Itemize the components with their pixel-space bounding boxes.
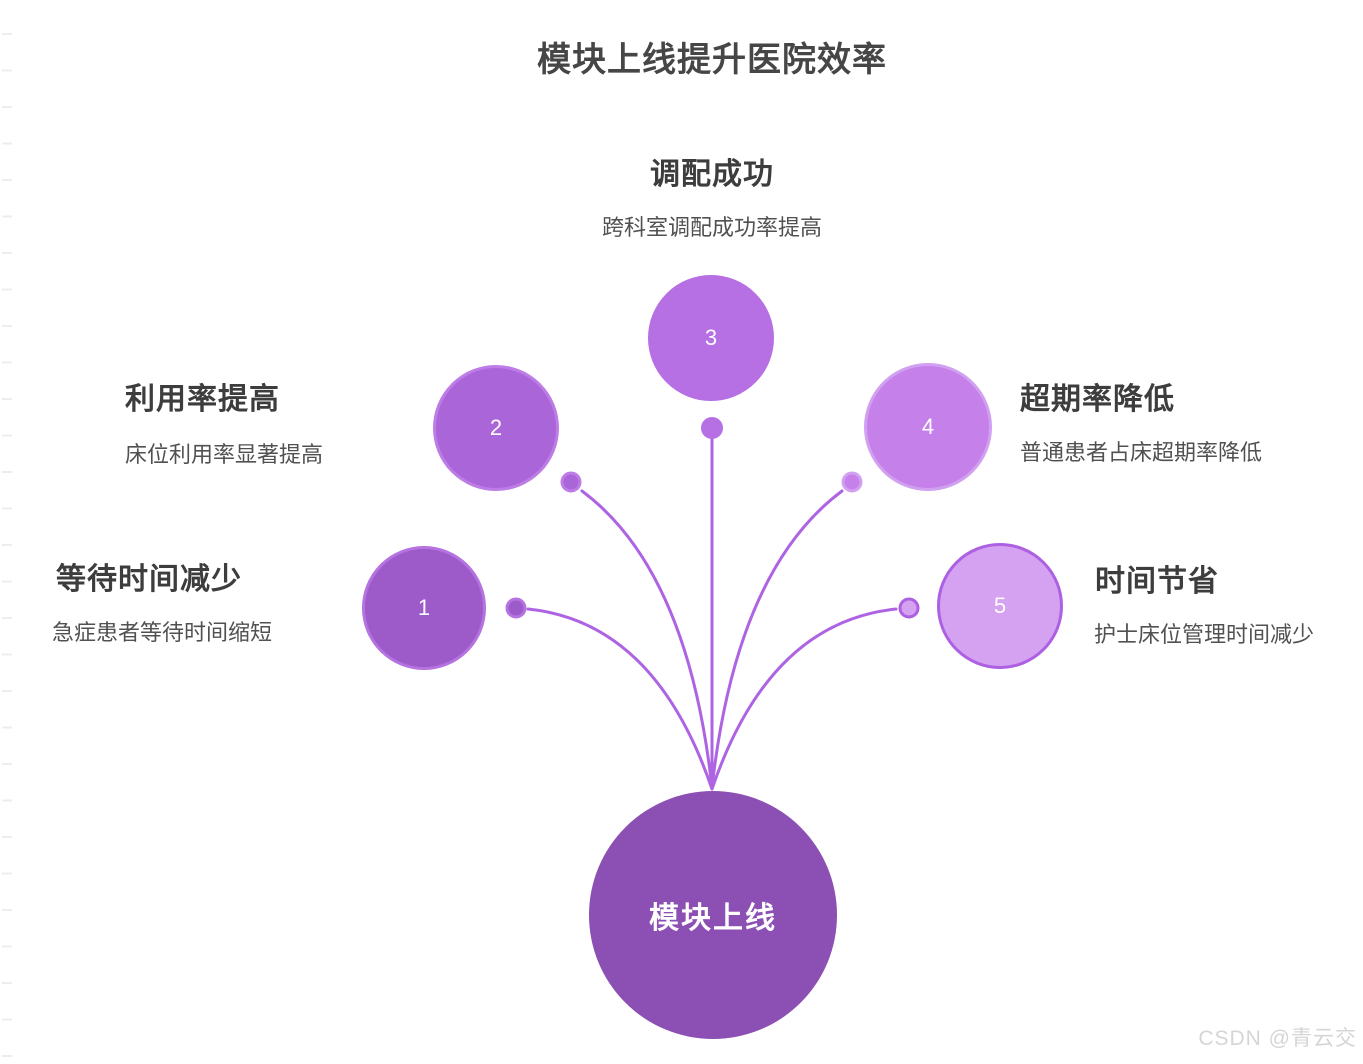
node-title-1: 等待时间减少 xyxy=(56,563,242,596)
connector-dot-4 xyxy=(841,471,863,493)
node-circle-1: 1 xyxy=(362,546,486,670)
node-desc-3: 跨科室调配成功率提高 xyxy=(601,215,823,240)
page-title: 模块上线提升医院效率 xyxy=(537,41,887,79)
connector-to-node-4 xyxy=(710,489,844,790)
connector-dot-2 xyxy=(560,471,582,493)
node-title-5: 时间节省 xyxy=(1095,565,1219,598)
left-margin-tick-marks xyxy=(2,0,12,1064)
node-number-3: 3 xyxy=(704,325,718,350)
node-title-3: 调配成功 xyxy=(650,158,774,191)
node-number-2: 2 xyxy=(489,415,503,440)
node-desc-4: 普通患者占床超期率降低 xyxy=(1020,440,1263,465)
node-circle-2: 2 xyxy=(433,365,559,491)
node-number-1: 1 xyxy=(417,595,431,620)
connector-to-node-5 xyxy=(710,607,898,791)
node-circle-3: 3 xyxy=(648,275,774,401)
node-title-4: 超期率降低 xyxy=(1020,383,1175,416)
connector-to-node-1 xyxy=(526,607,714,791)
center-node-circle: 模块上线 xyxy=(589,791,837,1039)
node-desc-1: 急症患者等待时间缩短 xyxy=(52,620,273,645)
node-number-4: 4 xyxy=(921,414,935,439)
csdn-watermark: CSDN @青云交 xyxy=(1198,1027,1357,1050)
connector-to-node-2 xyxy=(580,489,714,790)
node-circle-5: 5 xyxy=(937,543,1063,669)
connector-dot-3 xyxy=(701,417,723,439)
node-desc-2: 床位利用率显著提高 xyxy=(125,442,324,467)
connector-dot-5 xyxy=(898,597,920,619)
node-title-2: 利用率提高 xyxy=(125,383,280,416)
node-number-5: 5 xyxy=(993,593,1007,618)
connector-dot-1 xyxy=(505,597,527,619)
node-circle-4: 4 xyxy=(864,363,992,491)
node-desc-5: 护士床位管理时间减少 xyxy=(1094,622,1315,647)
center-node-label: 模块上线 xyxy=(649,902,777,935)
